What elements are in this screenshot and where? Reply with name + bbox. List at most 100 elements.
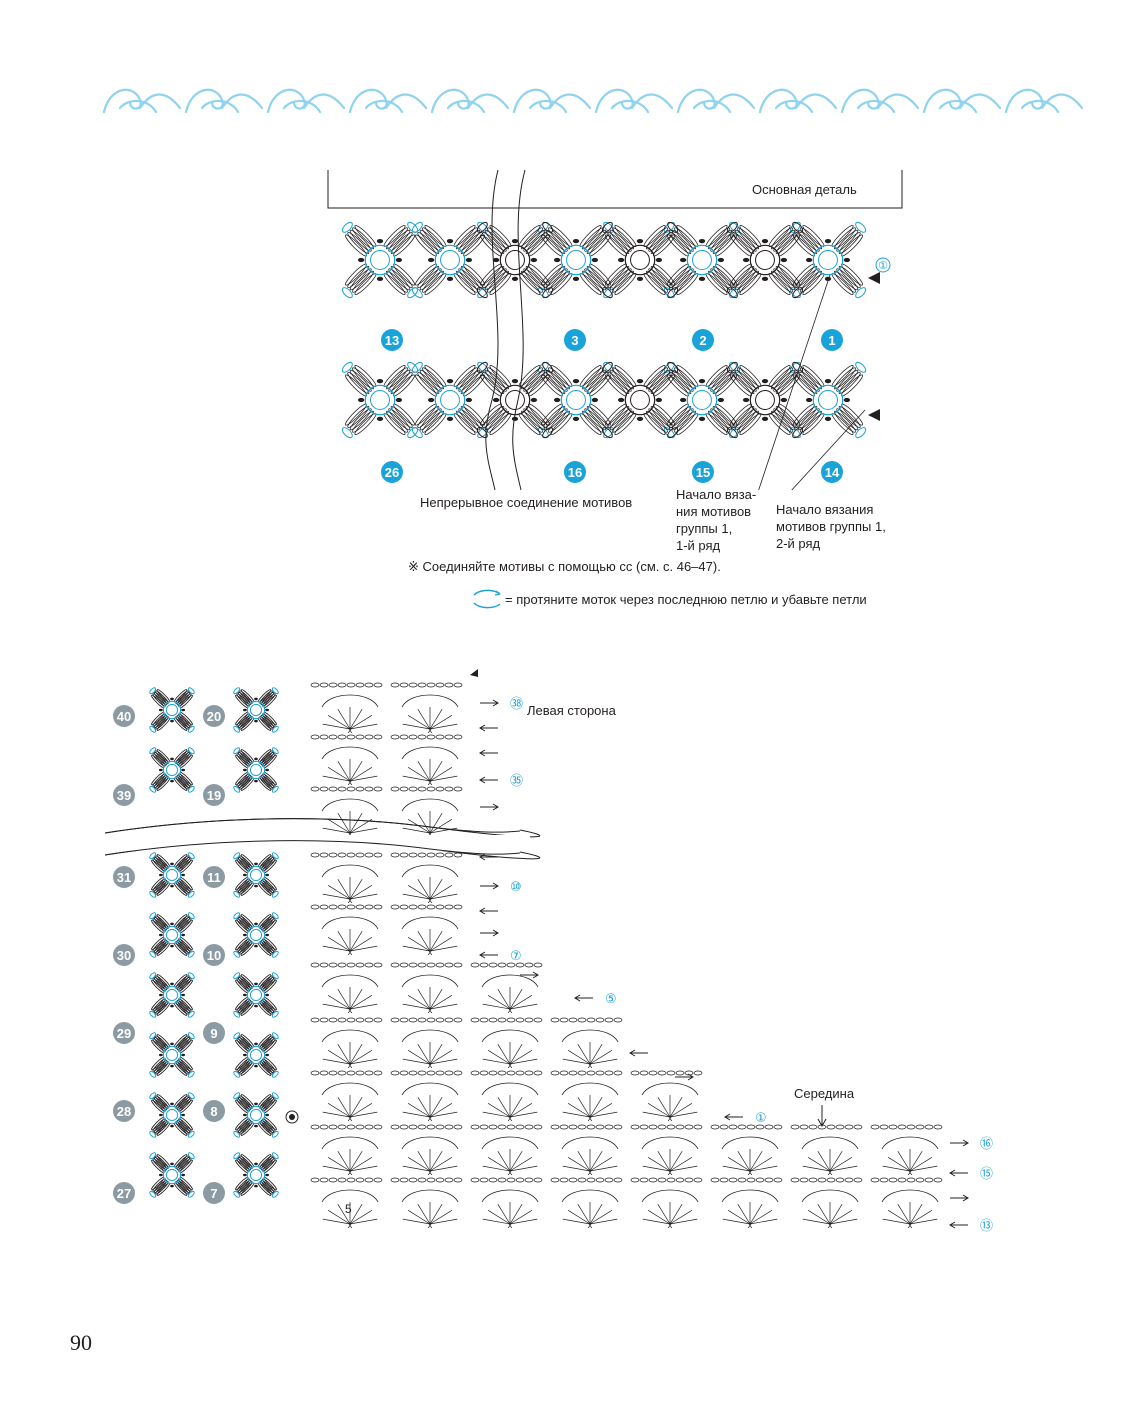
outer-motif-number: 40: [117, 709, 131, 724]
scroll-ornament: [446, 99, 486, 114]
scroll-ornament: [384, 93, 428, 110]
outer-motif-number: 31: [117, 870, 131, 885]
svg-text:x: x: [428, 1005, 433, 1015]
row-number-marker: ①: [755, 1110, 767, 1125]
motif-badge: [564, 329, 586, 351]
start-row1-label: Начало вяза- ния мотивов группы 1, 1-й р…: [676, 487, 757, 553]
svg-text:x: x: [428, 947, 433, 957]
motif-badge: [692, 329, 714, 351]
inner-motif-badge: [203, 944, 225, 966]
outer-motif-badge: [113, 866, 135, 888]
outer-motif-badge: [113, 705, 135, 727]
svg-text:x: x: [428, 829, 433, 839]
outer-motif-badge: [113, 1022, 135, 1044]
main-part-label: Основная деталь: [752, 182, 857, 197]
break-line: [512, 169, 526, 490]
crochet-motif: [149, 912, 195, 958]
scroll-ornament: [430, 88, 470, 114]
crochet-motif: [789, 361, 867, 439]
page-number: 90: [70, 1330, 92, 1355]
crochet-motif: [601, 361, 679, 439]
crochet-motif: [233, 687, 279, 733]
crochet-motif: [149, 1152, 195, 1198]
motif-number: 26: [385, 465, 399, 480]
inner-motif-badge: [203, 784, 225, 806]
scroll-ornament: [528, 99, 568, 114]
inner-motif-badge: [203, 1182, 225, 1204]
motif-number: 3: [571, 333, 578, 348]
svg-text:x: x: [748, 1167, 753, 1177]
crochet-motif: [149, 972, 195, 1018]
continuous-join-label: Непрерывное соединение мотивов: [420, 495, 633, 510]
svg-text:x: x: [428, 1167, 433, 1177]
legend-text: = протяните моток через последнюю петлю …: [505, 592, 867, 607]
row-number-marker: ⑯: [980, 1136, 993, 1151]
crochet-motif: [789, 221, 867, 299]
motif-number: 2: [699, 333, 706, 348]
main-part-frame: [327, 170, 903, 209]
crochet-motif: [149, 1032, 195, 1078]
row-direction-arrow: [675, 1073, 694, 1081]
row-direction-arrow: ㊳: [480, 696, 523, 711]
start-marker: ①: [878, 260, 888, 272]
svg-text:x: x: [508, 1167, 513, 1177]
start-marker-circle: [875, 257, 891, 273]
motif-number: 16: [568, 465, 582, 480]
middle-label: Середина: [794, 1086, 855, 1101]
crochet-motif: [663, 221, 741, 299]
svg-text:x: x: [508, 1060, 513, 1070]
left-side-label: Левая сторона: [527, 703, 616, 718]
scroll-ornament: [548, 93, 592, 110]
scroll-ornament: [774, 99, 814, 114]
outer-motif-number: 29: [117, 1026, 131, 1041]
legend-symbol: [473, 589, 501, 609]
svg-text:x: x: [348, 1060, 353, 1070]
outer-motif-number: 30: [117, 948, 131, 963]
row-direction-arrow: [480, 803, 499, 811]
svg-text:x: x: [348, 895, 353, 905]
motif-number: 1: [828, 333, 835, 348]
svg-text:x: x: [828, 1220, 833, 1230]
crochet-motif: [149, 747, 195, 793]
row-direction-arrow: [629, 1049, 648, 1057]
scroll-ornament: [200, 99, 240, 114]
motif-badge: [381, 461, 403, 483]
svg-text:x: x: [348, 1113, 353, 1123]
crochet-motif: [233, 1032, 279, 1078]
crochet-motif: [411, 361, 489, 439]
crochet-motif: [726, 221, 804, 299]
svg-text:x: x: [348, 777, 353, 787]
crochet-motif: [341, 221, 419, 299]
svg-text:x: x: [828, 1167, 833, 1177]
crochet-motif: [149, 1092, 195, 1138]
row-direction-arrow: ⑦: [479, 948, 522, 963]
svg-text:x: x: [908, 1167, 913, 1177]
svg-text:x: x: [508, 1005, 513, 1015]
inner-motif-number: 10: [207, 948, 221, 963]
start-triangle: [868, 272, 880, 284]
svg-text:x: x: [428, 725, 433, 735]
svg-text:x: x: [428, 777, 433, 787]
svg-text:x: x: [428, 1113, 433, 1123]
row-direction-arrow: ㉟: [479, 773, 523, 788]
svg-text:x: x: [668, 1113, 673, 1123]
decorative-border: [102, 88, 1084, 114]
crochet-motif: [233, 1092, 279, 1138]
row-direction-arrow: ①: [724, 1110, 767, 1125]
outer-motif-badge: [113, 784, 135, 806]
svg-text:x: x: [348, 947, 353, 957]
svg-text:x: x: [348, 1005, 353, 1015]
motif-badge: [692, 461, 714, 483]
row-direction-arrow: [480, 929, 499, 937]
svg-text:x: x: [908, 1220, 913, 1230]
row-direction-arrow: ⑮: [949, 1166, 993, 1181]
